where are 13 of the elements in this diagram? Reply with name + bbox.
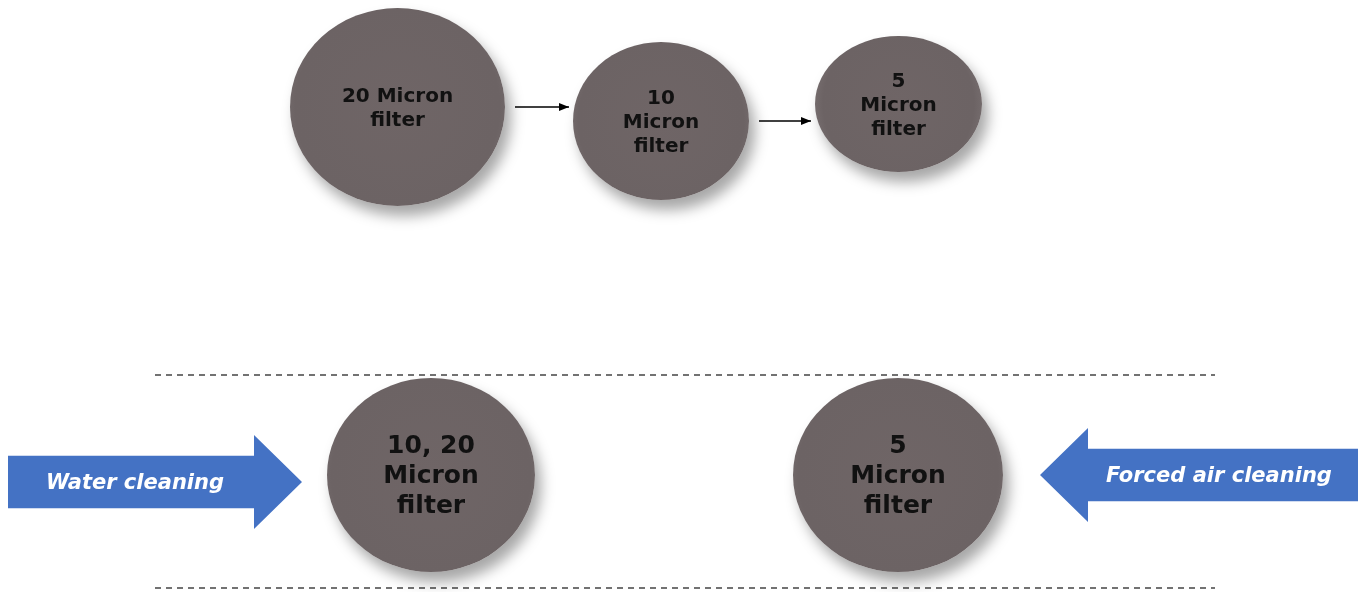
arrow-label: Water cleaning	[45, 470, 225, 494]
arrow-label: Forced air cleaning	[1106, 463, 1332, 487]
filter-label: 10, 20 Micron filter	[382, 430, 480, 520]
arrow	[758, 116, 812, 126]
block-arrow	[8, 435, 302, 529]
filter-circle	[793, 378, 1003, 572]
block-arrow	[1040, 428, 1358, 522]
filter-label: 10 Micron filter	[621, 85, 701, 157]
filter-label: 20 Micron filter	[340, 83, 455, 131]
arrow	[514, 102, 570, 112]
filter-circle	[327, 378, 535, 572]
filter-label: 5 Micron filter	[849, 430, 947, 520]
filter-label: 5 Micron filter	[859, 68, 938, 140]
